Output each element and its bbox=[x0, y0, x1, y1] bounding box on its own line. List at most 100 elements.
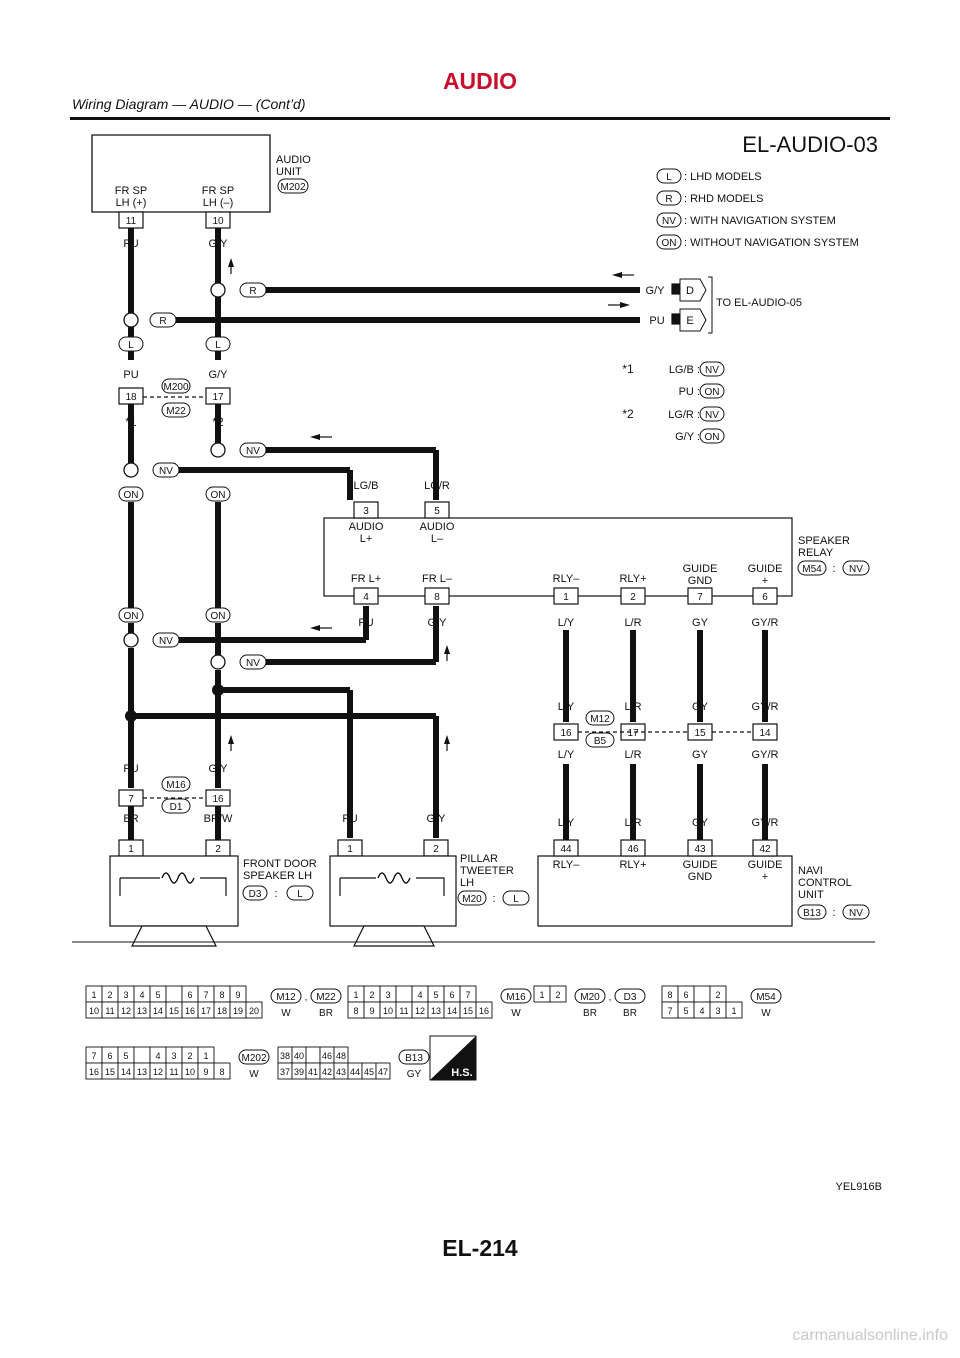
to-pin-d bbox=[679, 278, 707, 302]
connector-cell-num: 9 bbox=[235, 990, 240, 1000]
ref-code: YEL916B bbox=[836, 1181, 882, 1193]
navi-code-text: NV bbox=[849, 908, 863, 919]
star-note-mark-0: *1 bbox=[622, 362, 634, 376]
navi-colon: : bbox=[832, 907, 835, 919]
tw-connector bbox=[457, 890, 487, 906]
star-note-mark-1: *2 bbox=[622, 407, 634, 421]
connector-cell-num: 46 bbox=[322, 1051, 332, 1061]
relay-bottom-pin-6-num: 6 bbox=[762, 592, 768, 603]
star-note-color-0-1: PU : bbox=[679, 386, 700, 398]
wire-color-relay-lr: L/R bbox=[624, 617, 641, 629]
navi-pin-label-46: RLY+ bbox=[619, 859, 646, 871]
splice-nv-pu bbox=[123, 462, 139, 478]
tw-pin-1-num: 1 bbox=[347, 844, 353, 855]
connector-view-id-M22 bbox=[310, 988, 342, 1004]
connector-cell-num: 4 bbox=[155, 1051, 160, 1061]
connector-view-id-M22-text: M22 bbox=[316, 992, 336, 1003]
connector-cell-num: 4 bbox=[139, 990, 144, 1000]
splice-rhd-gy bbox=[210, 282, 226, 298]
connector-cell-num: 7 bbox=[667, 1006, 672, 1016]
connector-cell-num: 20 bbox=[249, 1006, 259, 1016]
to-pin-e bbox=[679, 308, 707, 332]
connector-cell-num: 10 bbox=[89, 1006, 99, 1016]
relay-bottom-pin-8-num: 8 bbox=[434, 592, 440, 603]
code-on-2 bbox=[205, 486, 231, 502]
connector-view-sep: , bbox=[305, 992, 308, 1003]
code-nv-3-text: NV bbox=[159, 636, 173, 647]
wire-color-pu-5: PU bbox=[123, 763, 138, 775]
page-title: AUDIO bbox=[442, 68, 518, 94]
connector-cell-num: 16 bbox=[89, 1067, 99, 1077]
navi-pin-label-44: RLY– bbox=[553, 859, 581, 871]
connector-cell-num: 44 bbox=[350, 1067, 360, 1077]
star-note-code-0-1 bbox=[699, 383, 725, 399]
inline3-pin-17-num: 17 bbox=[627, 728, 639, 739]
connector-cell-num: 11 bbox=[105, 1006, 114, 1016]
to-e-square bbox=[671, 313, 681, 325]
inline3-bottom-text: B5 bbox=[594, 736, 607, 747]
flow-arrow-4 bbox=[310, 434, 320, 440]
code-on-1-text: ON bbox=[124, 490, 139, 501]
connector-cell-num: 10 bbox=[185, 1067, 195, 1077]
legend-text-L: : LHD MODELS bbox=[684, 171, 762, 183]
code-r-1-text: R bbox=[249, 286, 256, 297]
inline1-top-text: M200 bbox=[163, 382, 188, 393]
connector-cell-num: 6 bbox=[449, 990, 454, 1000]
connector-view-id-M20 bbox=[574, 988, 606, 1004]
wire-color-navi-mid-ly: L/Y bbox=[558, 749, 575, 761]
header-rule bbox=[70, 117, 890, 120]
connector-view-id-M202-text: M202 bbox=[241, 1053, 266, 1064]
connector-cell bbox=[213, 1062, 231, 1080]
connector-cell-num: 41 bbox=[308, 1067, 318, 1077]
connector-cell-num: 4 bbox=[699, 1006, 704, 1016]
relay-bottom-label-2: RLY+ bbox=[619, 573, 646, 585]
connector-cell-num: 45 bbox=[364, 1067, 374, 1077]
connector-cell-num: 12 bbox=[415, 1006, 425, 1016]
connector-view-id-D3-text: D3 bbox=[624, 992, 637, 1003]
wire-color-lgr: LG/R bbox=[424, 480, 450, 492]
connector-cell-num: 9 bbox=[203, 1067, 208, 1077]
connector-view-id-M16 bbox=[500, 988, 532, 1004]
connector-cell-num: 14 bbox=[153, 1006, 163, 1016]
to-pin-e-text: E bbox=[686, 315, 693, 327]
tw-colon: : bbox=[492, 893, 495, 905]
connector-cell bbox=[375, 1062, 391, 1080]
connector-cell-num: 39 bbox=[294, 1067, 304, 1077]
fds-code bbox=[286, 885, 314, 901]
connector-cell-num: 12 bbox=[121, 1006, 131, 1016]
inline2-top-text: M16 bbox=[166, 780, 186, 791]
navi-pin-label-42: GUIDE+ bbox=[748, 859, 783, 883]
connector-cell-num: 13 bbox=[137, 1067, 147, 1077]
navi-pin-42 bbox=[752, 839, 778, 857]
fds-body bbox=[109, 855, 239, 927]
connector-cell-num: 15 bbox=[463, 1006, 473, 1016]
legend-code-R-text: R bbox=[665, 194, 672, 205]
wire-color-gy-2: G/Y bbox=[209, 369, 229, 381]
navi-connector bbox=[797, 904, 827, 920]
wire-color-navi-top-lr: L/R bbox=[624, 701, 641, 713]
relay-bottom-label-1: RLY– bbox=[553, 573, 581, 585]
wire-color-relay-gyy: GY bbox=[692, 617, 709, 629]
code-on-3 bbox=[118, 607, 144, 623]
connector-view-id-B13-text: B13 bbox=[405, 1053, 423, 1064]
speaker-relay-connector-text: M54 bbox=[802, 564, 822, 575]
star-note-code-1-0 bbox=[699, 406, 725, 422]
wire-color-lgb: LG/B bbox=[353, 480, 378, 492]
inline3-pin-14-num: 14 bbox=[759, 728, 771, 739]
wire-color-relay-gyr: GY/R bbox=[752, 617, 779, 629]
legend-code-L-text: L bbox=[666, 172, 672, 183]
hs-badge-text: H.S. bbox=[451, 1067, 472, 1079]
legend-text-R: : RHD MODELS bbox=[684, 193, 763, 205]
connector-view-id-M20-text: M20 bbox=[580, 992, 600, 1003]
navi-pin-43-num: 43 bbox=[694, 844, 706, 855]
legend-code-ON-text: ON bbox=[662, 238, 677, 249]
audio-unit-connector bbox=[277, 178, 309, 194]
inline3-top-text: M12 bbox=[590, 714, 610, 725]
tw-code-text: L bbox=[513, 894, 519, 905]
connector-cell bbox=[549, 985, 567, 1003]
